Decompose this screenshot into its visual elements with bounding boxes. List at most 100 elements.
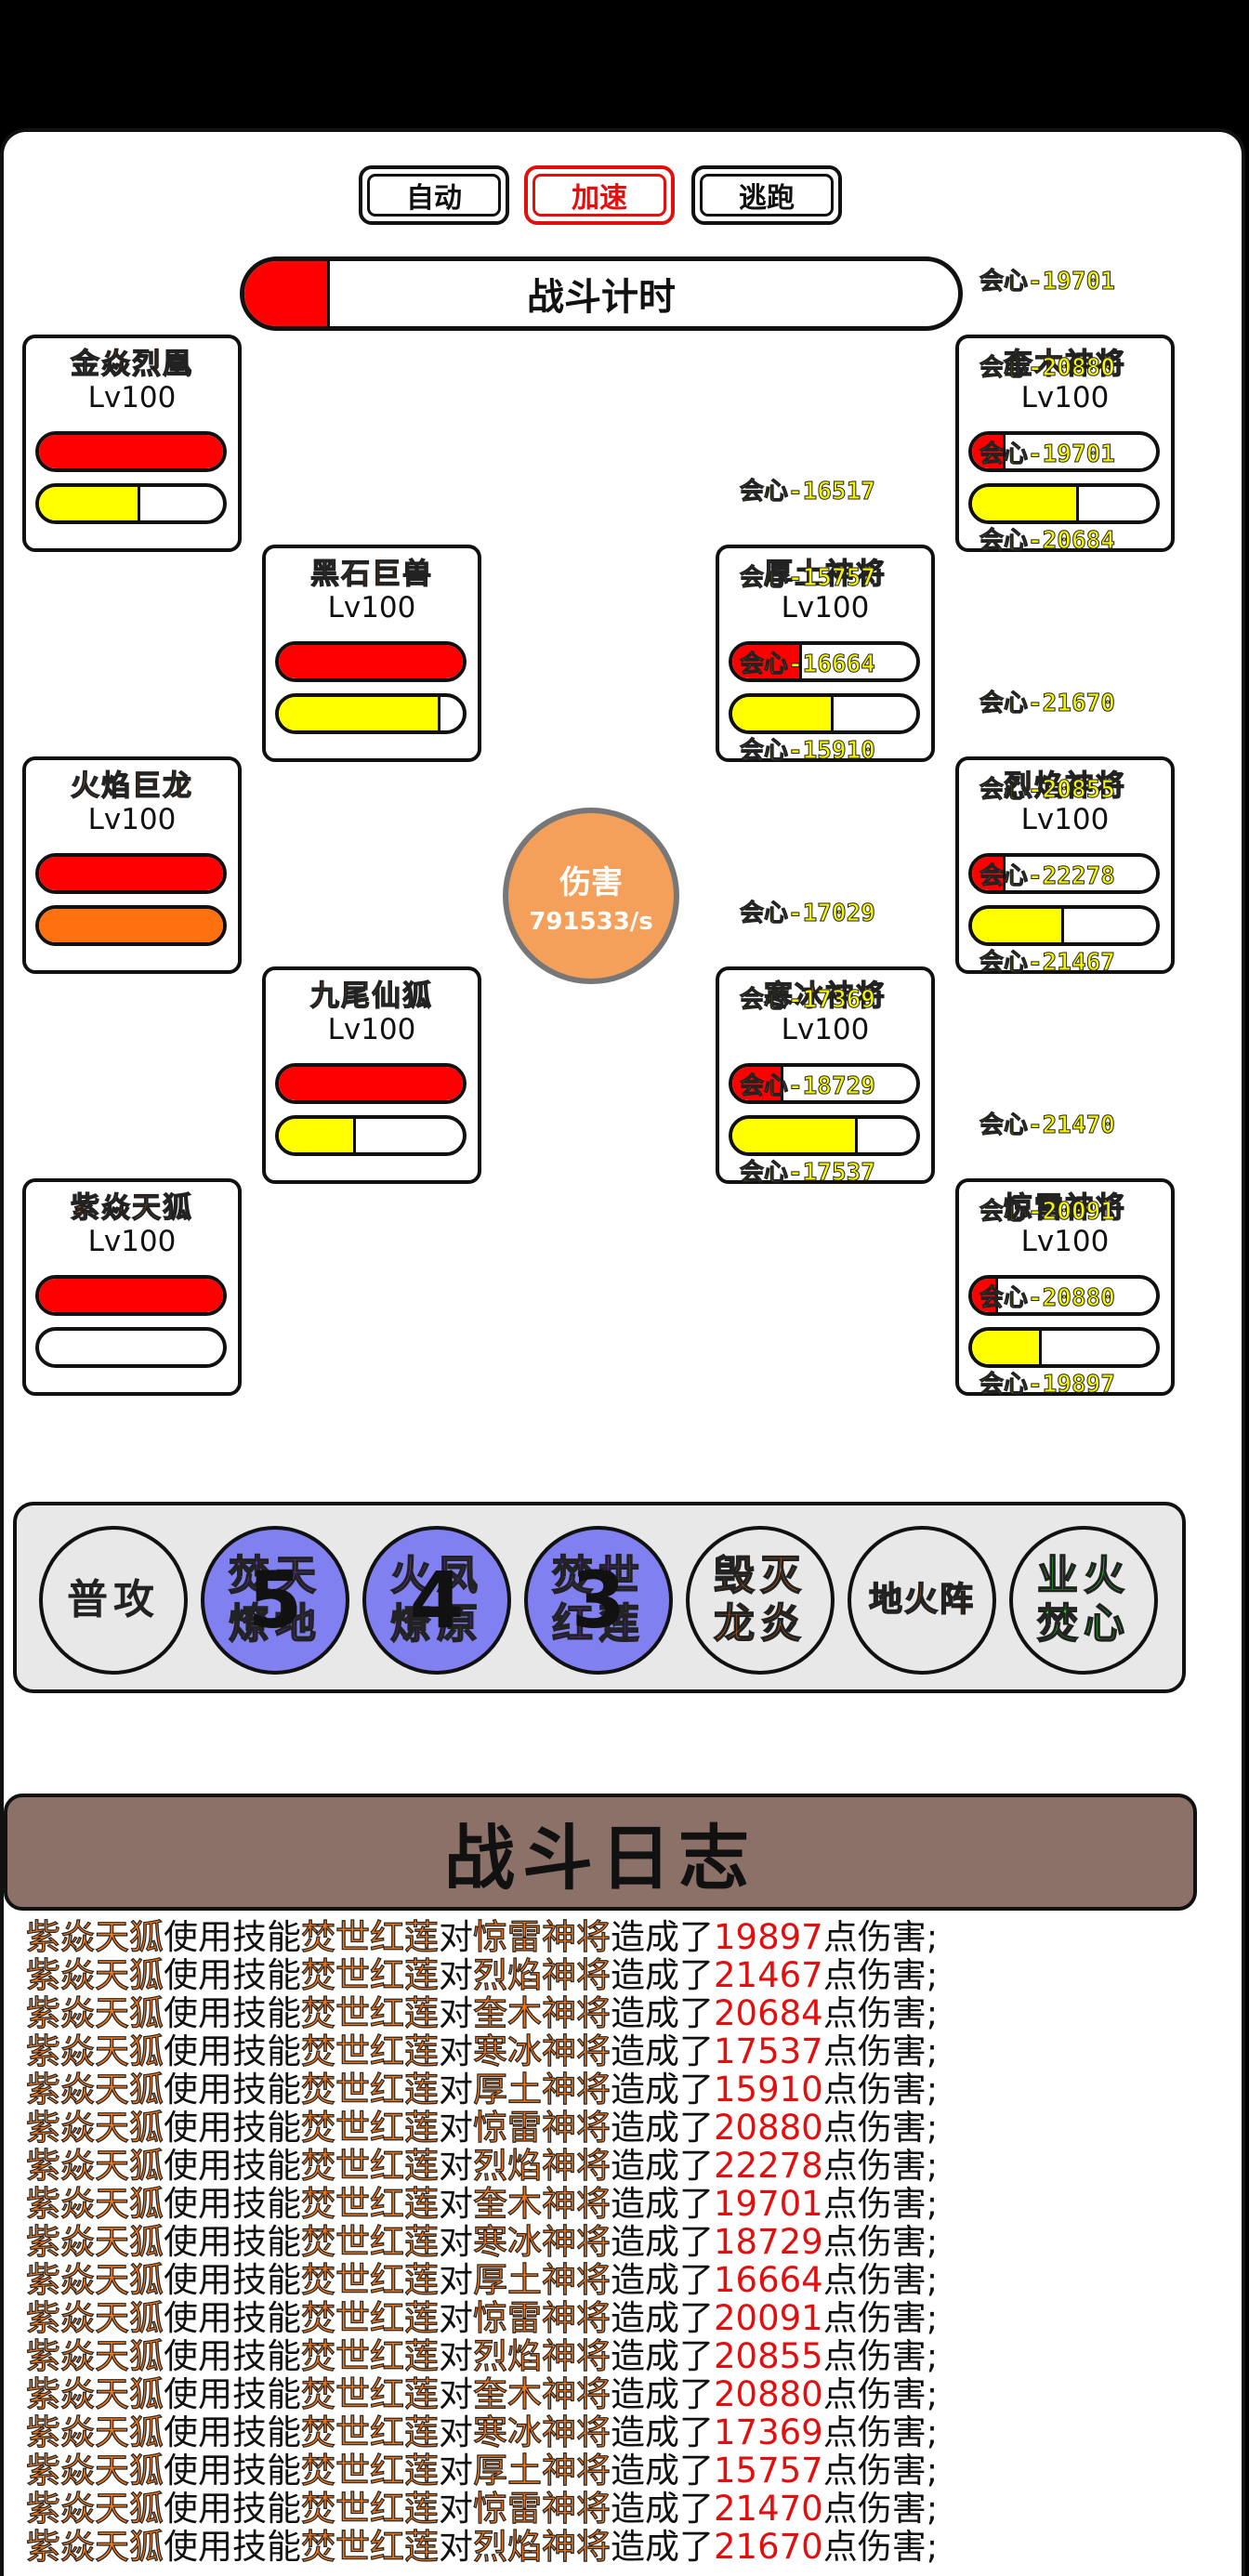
log-entry: 紫焱天狐使用技能焚世红莲对奎木神将造成了20684点伤害; [25,1993,939,2033]
energy-bar [968,483,1160,524]
skill-label: 焚世红莲 [551,1551,645,1649]
ally-card[interactable]: 九尾仙狐 Lv100 [262,966,481,1184]
unit-name: 金焱烈凰 [70,347,193,381]
enemy-card[interactable]: 烈焰神将 Lv100 [955,756,1175,974]
hp-bar [968,853,1160,894]
hp-bar [729,641,920,682]
unit-level: Lv100 [87,1225,177,1258]
skill-cooldown [690,1530,831,1671]
energy-bar [729,693,920,734]
hp-fill [279,645,463,678]
log-entry: 紫焱天狐使用技能焚世红莲对奎木神将造成了19701点伤害; [25,2184,939,2224]
crit-text: 会心-21470 [979,1111,1116,1140]
crit-text: 会心-16517 [740,478,876,506]
ally-card[interactable]: 紫焱天狐 Lv100 [22,1178,242,1396]
speed-up-button[interactable]: 加速 [524,165,675,225]
hp-bar [275,641,467,682]
skill-button[interactable]: 毁灭龙炎 [686,1526,835,1675]
escape-button-label: 逃跑 [700,174,834,217]
crit-text: 会心-20091 [979,1198,1116,1227]
energy-bar [968,1327,1160,1368]
energy-fill [279,1119,357,1152]
crit-popup-group: 会心-19701 会心-20880 会心-19701 会心-20684 [979,210,1184,613]
skill-cooldown: 5 [247,1555,303,1646]
auto-button[interactable]: 自动 [359,165,509,225]
enemy-card[interactable]: 奎木神将 Lv100 [955,335,1175,552]
skill-label: 火凤燎原 [389,1551,483,1649]
skill-bar: 普攻 焚天燎地 5 火凤燎原 4 焚世红莲 3 毁灭龙炎 地火阵 业火焚心 [13,1502,1186,1693]
crit-text: 会心-20880 [979,1284,1116,1313]
crit-popup-group: 会心-21470 会心-20091 会心-20880 会心-19897 [979,1054,1184,1457]
enemy-card[interactable]: 惊雷神将 Lv100 [955,1178,1175,1396]
unit-level: Lv100 [1020,1225,1110,1258]
battle-log-title: 战斗日志 [4,1794,1197,1911]
hp-bar [35,431,227,472]
hp-bar [968,431,1160,472]
unit-level: Lv100 [327,591,416,624]
hp-bar [275,1063,467,1104]
crit-text: 会心-20684 [979,527,1116,556]
crit-text: 会心-18729 [740,1072,876,1101]
skill-label: 毁灭龙炎 [713,1551,807,1649]
ally-card[interactable]: 黑石巨兽 Lv100 [262,545,481,762]
energy-bar [35,483,227,524]
enemy-card[interactable]: 寒冰神将 Lv100 [716,966,935,1184]
unit-name: 厚土神将 [763,557,887,591]
enemy-card[interactable]: 厚土神将 Lv100 [716,545,935,762]
skill-button[interactable]: 业火焚心 [1009,1526,1158,1675]
energy-bar [275,693,467,734]
crit-text: 会心-16664 [740,651,876,679]
battle-timer-fill [244,261,331,326]
hp-fill [972,1279,998,1312]
crit-text: 会心-21467 [979,949,1116,978]
log-entry: 紫焱天狐使用技能焚世红莲对厚土神将造成了15757点伤害; [25,2451,939,2491]
energy-fill [39,909,223,942]
hp-bar [729,1063,920,1104]
crit-text: 会心-17537 [740,1159,876,1188]
log-entry: 紫焱天狐使用技能焚世红莲对厚土神将造成了15910点伤害; [25,2070,939,2109]
hp-fill [732,645,803,678]
hp-bar [35,853,227,894]
unit-level: Lv100 [87,381,177,414]
hp-fill [972,857,1006,890]
escape-button[interactable]: 逃跑 [691,165,842,225]
unit-level: Lv100 [327,1013,416,1046]
skill-button[interactable]: 焚天燎地 5 [201,1526,349,1675]
damage-rate-value: 791533/s [529,907,653,936]
energy-bar [729,1115,920,1156]
ally-card[interactable]: 金焱烈凰 Lv100 [22,335,242,552]
skill-cooldown: 3 [571,1555,626,1646]
crit-popup-group: 会心-17029 会心-17369 会心-18729 会心-17537 [740,842,944,1245]
battle-timer-label: 战斗计时 [527,276,676,319]
energy-fill [972,1331,1043,1364]
ally-card[interactable]: 火焰巨龙 Lv100 [22,756,242,974]
log-entry: 紫焱天狐使用技能焚世红莲对惊雷神将造成了19897点伤害; [25,1917,939,1957]
energy-fill [972,487,1079,520]
skill-label: 业火焚心 [1036,1551,1130,1649]
skill-button[interactable]: 焚世红莲 3 [524,1526,673,1675]
energy-bar [275,1115,467,1156]
battle-log[interactable]: 紫焱天狐使用技能焚世红莲对惊雷神将造成了19897点伤害; 紫焱天狐使用技能焚世… [25,1917,1234,2566]
hp-fill [39,435,223,468]
skill-button[interactable]: 地火阵 [848,1526,996,1675]
skill-cooldown [851,1530,993,1671]
unit-name: 烈焰神将 [1003,769,1126,803]
log-entry: 紫焱天狐使用技能焚世红莲对寒冰神将造成了17537点伤害; [25,2031,939,2071]
battle-screen: 自动 加速 逃跑 战斗计时 金焱烈凰 Lv100 黑石巨兽 Lv100 火焰巨龙… [0,128,1245,2576]
skill-button[interactable]: 火凤燎原 4 [362,1526,511,1675]
crit-text: 会心-21670 [979,690,1116,718]
unit-name: 黑石巨兽 [309,557,433,591]
unit-name: 九尾仙狐 [309,979,433,1013]
unit-name: 惊雷神将 [1003,1190,1126,1225]
energy-bar [35,1327,227,1368]
skill-button[interactable]: 普攻 [39,1526,188,1675]
crit-text: 会心-20855 [979,776,1116,805]
log-entry: 紫焱天狐使用技能焚世红莲对寒冰神将造成了18729点伤害; [25,2222,939,2262]
energy-fill [39,487,140,520]
unit-level: Lv100 [781,1013,870,1046]
crit-text: 会心-19701 [979,440,1116,469]
energy-bar [35,905,227,946]
unit-name: 寒冰神将 [763,979,887,1013]
log-entry: 紫焱天狐使用技能焚世红莲对惊雷神将造成了21470点伤害; [25,2489,939,2529]
log-entry: 紫焱天狐使用技能焚世红莲对厚土神将造成了16664点伤害; [25,2260,939,2300]
